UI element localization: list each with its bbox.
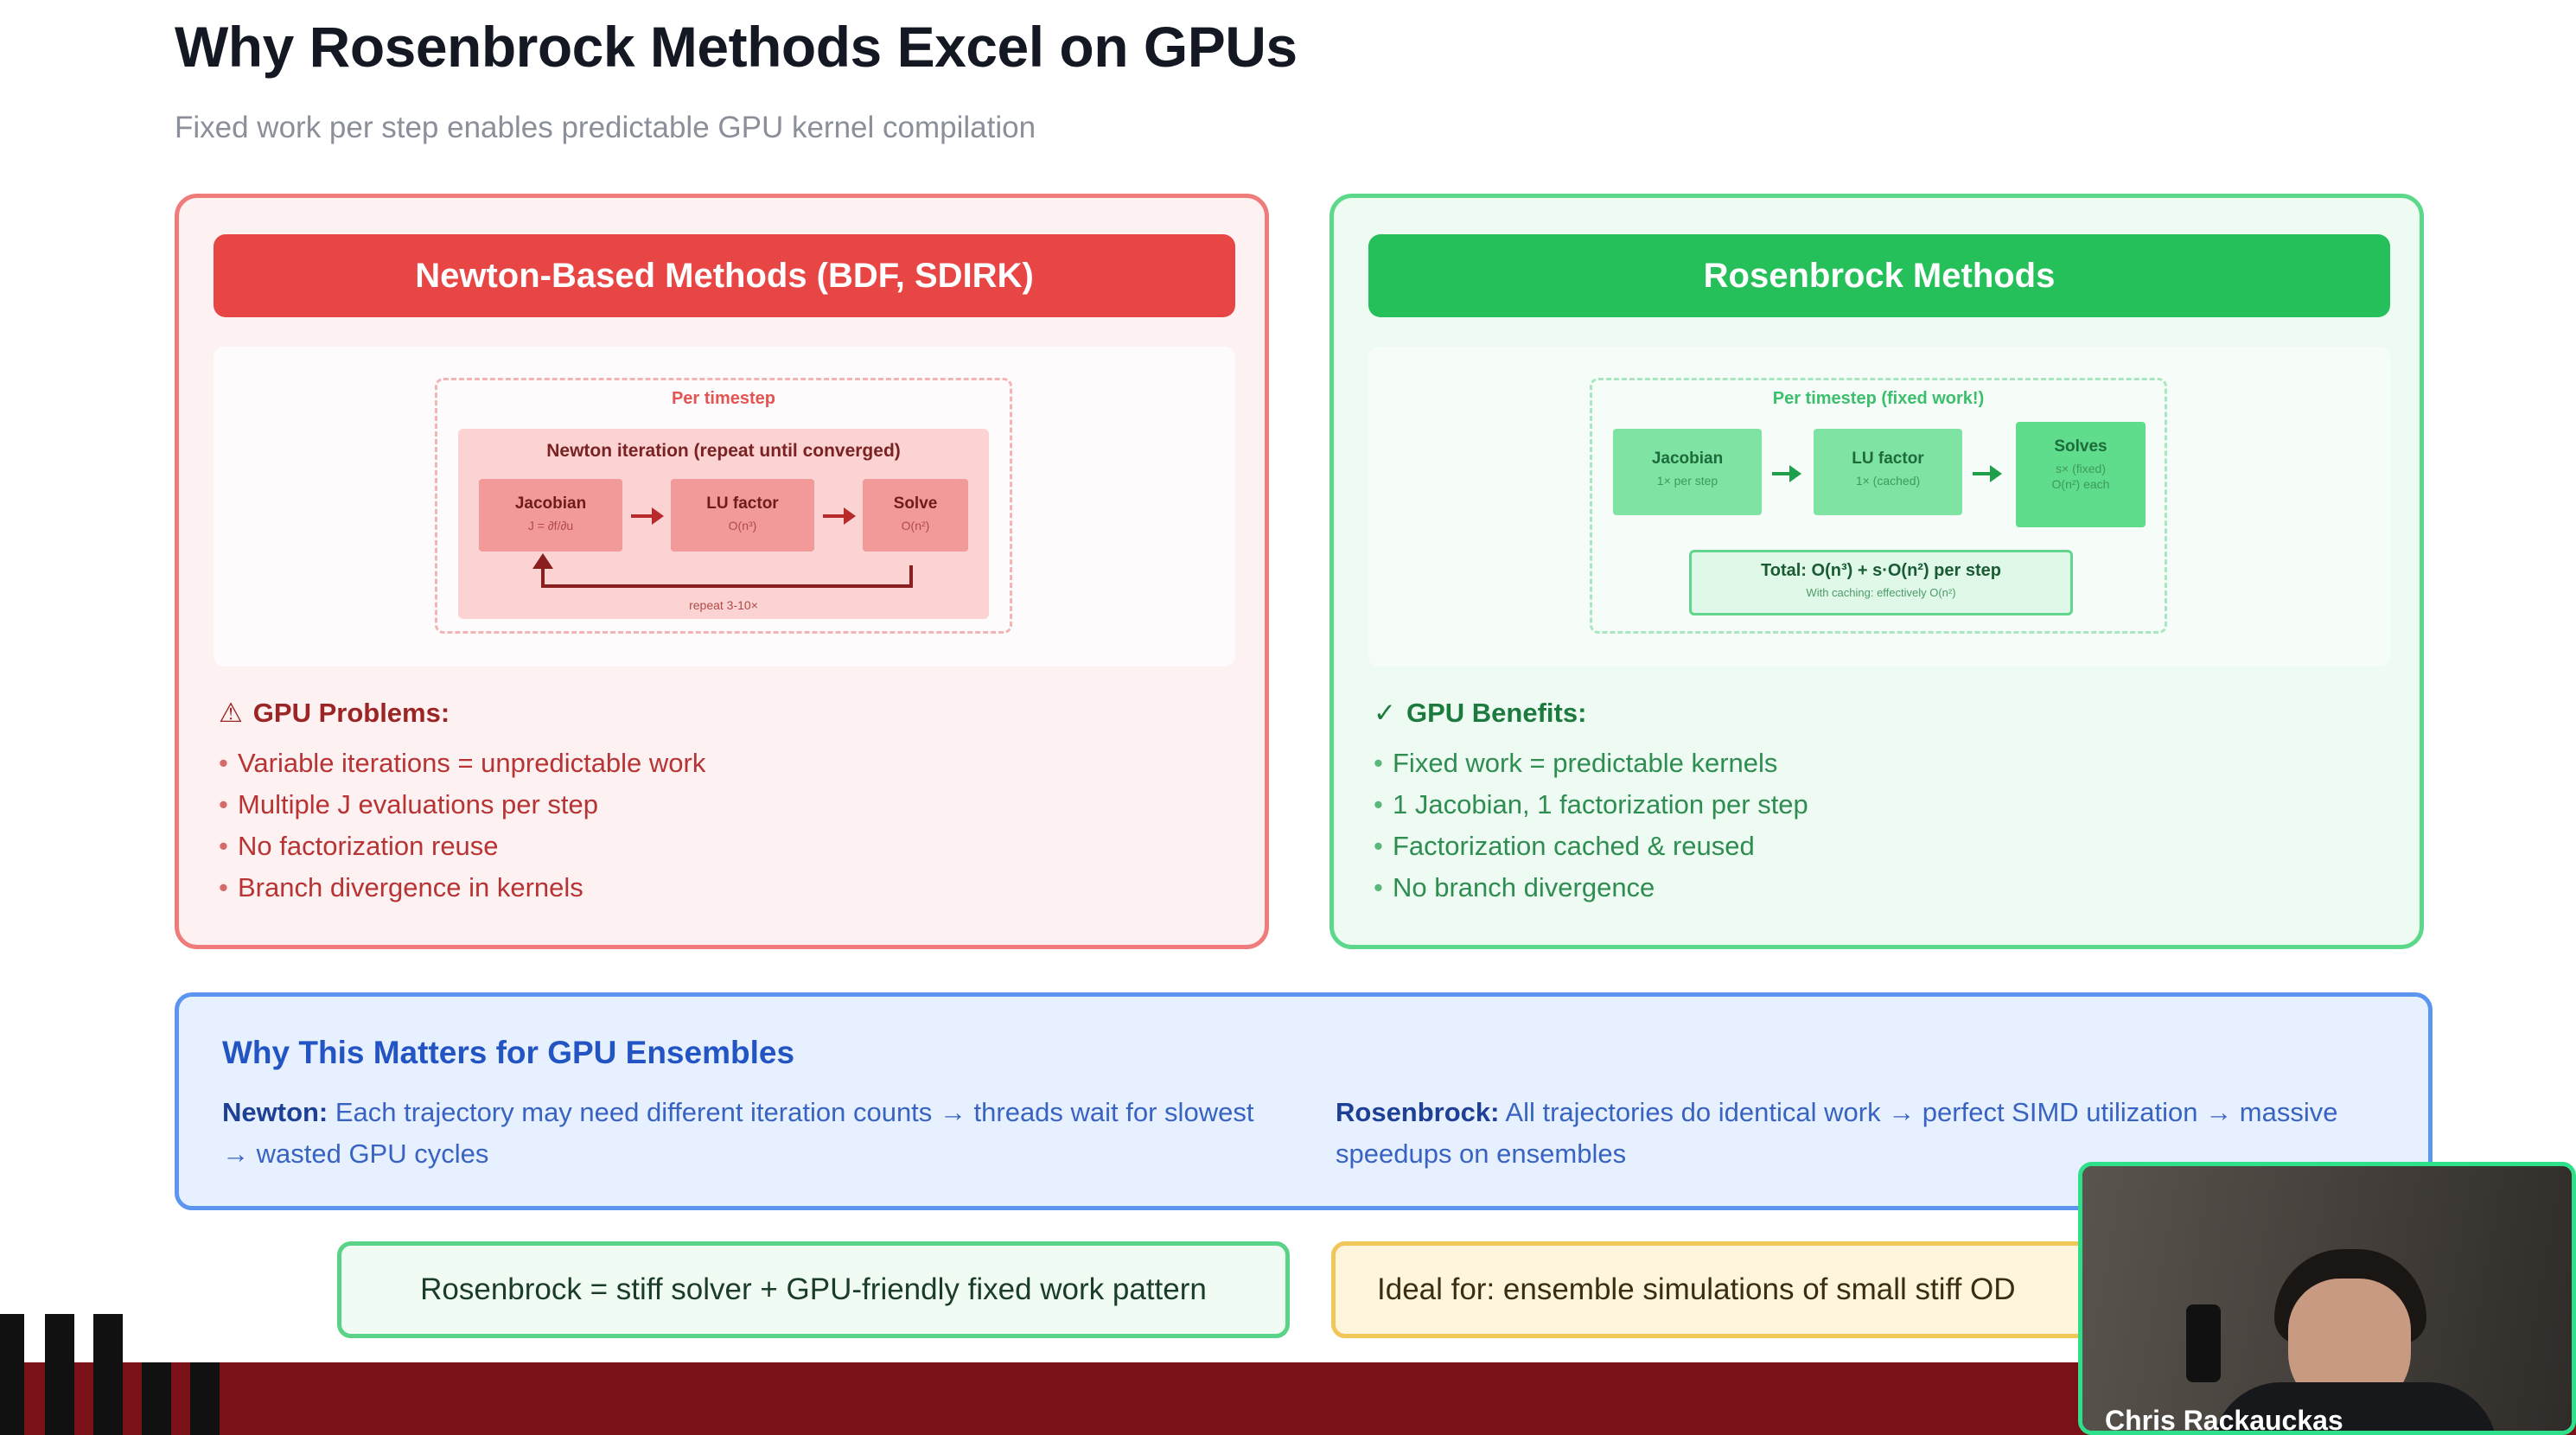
gpu-ensembles-callout: Why This Matters for GPU Ensembles Newto… (175, 992, 2433, 1210)
newton-iteration-box: Newton iteration (repeat until converged… (458, 429, 989, 619)
rosenbrock-total-note: With caching: effectively O(n²) (1806, 586, 1956, 599)
arrow-right-icon (823, 507, 856, 525)
rosenbrock-total: Total: O(n³) + s·O(n²) per step (1761, 561, 2001, 580)
newton-ensemble-note: Newton: Each trajectory may need differe… (222, 1092, 1285, 1175)
rosenbrock-methods-banner: Rosenbrock Methods (1368, 234, 2390, 317)
rosenbrock-methods-panel: Rosenbrock Methods Per timestep (fixed w… (1329, 194, 2424, 949)
list-item-text: Factorization cached & reused (1393, 831, 1755, 861)
list-item-text: Fixed work = predictable kernels (1393, 748, 1778, 778)
slide-title: Why Rosenbrock Methods Excel on GPUs (175, 15, 1298, 79)
gpu-benefits-list: •Fixed work = predictable kernels •1 Jac… (1374, 743, 1808, 909)
list-item: •Branch divergence in kernels (219, 872, 583, 902)
step-detail: 1× per step (1656, 474, 1718, 488)
step-detail: O(n³) (728, 519, 757, 533)
list-item: •No branch divergence (1374, 872, 1655, 902)
newton-ensemble-text: Each trajectory may need different itera… (222, 1097, 1254, 1169)
rosenbrock-timestep-label: Per timestep (fixed work!) (1772, 389, 1985, 408)
webcam-overlay: Chris Rackauckas (2078, 1162, 2576, 1435)
gpu-problems-label: GPU Problems: (252, 698, 450, 728)
logo-bar (45, 1314, 74, 1435)
newton-step-jacobian: Jacobian J = ∂f/∂u (479, 479, 622, 552)
list-item: •Variable iterations = unpredictable wor… (219, 748, 706, 778)
list-item: •Fixed work = predictable kernels (1374, 748, 1778, 778)
step-name: Jacobian (514, 494, 587, 513)
logo-bar (190, 1362, 220, 1435)
step-name: Solves (2054, 437, 2107, 456)
newton-methods-banner: Newton-Based Methods (BDF, SDIRK) (214, 234, 1235, 317)
rosenbrock-step-jacobian: Jacobian 1× per step (1613, 429, 1762, 515)
list-item-text: No factorization reuse (238, 831, 499, 861)
checkmark-icon: ✓ (1374, 698, 1396, 728)
warning-icon: ⚠ (219, 698, 243, 728)
newton-methods-panel: Newton-Based Methods (BDF, SDIRK) Per ti… (175, 194, 1269, 949)
step-detail: J = ∂f/∂u (527, 519, 574, 533)
list-item-text: Branch divergence in kernels (238, 872, 583, 902)
list-item: •Factorization cached & reused (1374, 831, 1755, 861)
rosenbrock-diagram: Per timestep (fixed work!) Jacobian 1× p… (1368, 347, 2390, 666)
repeat-loop-arrow-icon (541, 565, 913, 588)
list-item-text: No branch divergence (1393, 872, 1655, 902)
newton-step-solve: Solve O(n²) (863, 479, 968, 552)
gpu-problems-heading: ⚠ GPU Problems: (219, 698, 450, 729)
gpu-problems-list: •Variable iterations = unpredictable wor… (219, 743, 705, 909)
list-item-text: Variable iterations = unpredictable work (238, 748, 706, 778)
step-detail-2: O(n²) each (2051, 477, 2110, 491)
presenter-name: Chris Rackauckas (2105, 1405, 2343, 1435)
ideal-use-pill: Ideal for: ensemble simulations of small… (1331, 1241, 2092, 1338)
step-name: LU factor (706, 494, 779, 513)
arrow-up-icon (532, 553, 553, 569)
list-item-text: 1 Jacobian, 1 factorization per step (1393, 789, 1808, 820)
arrow-right-icon (631, 507, 664, 525)
step-name: Jacobian (1651, 450, 1724, 468)
newton-timestep-box: Per timestep Newton iteration (repeat un… (435, 378, 1012, 634)
gpu-ensembles-title: Why This Matters for GPU Ensembles (222, 1035, 795, 1070)
rosenbrock-step-solves: Solves s× (fixed) O(n²) each (2016, 422, 2146, 527)
microphone-icon (2186, 1304, 2221, 1382)
logo-bar (0, 1314, 24, 1435)
summary-pill: Rosenbrock = stiff solver + GPU-friendly… (337, 1241, 1290, 1338)
rosenbrock-total-box: Total: O(n³) + s·O(n²) per step With cac… (1689, 550, 2073, 615)
rosenbrock-step-lu-factor: LU factor 1× (cached) (1814, 429, 1962, 515)
list-item: •Multiple J evaluations per step (219, 789, 599, 820)
gpu-benefits-heading: ✓ GPU Benefits: (1374, 698, 1586, 729)
logo-bar (93, 1314, 123, 1435)
newton-label: Newton: (222, 1097, 328, 1127)
rosenbrock-ensemble-note: Rosenbrock: All trajectories do identica… (1336, 1092, 2399, 1175)
list-item: •1 Jacobian, 1 factorization per step (1374, 789, 1808, 820)
newton-iteration-title: Newton iteration (repeat until converged… (546, 441, 901, 461)
newton-timestep-label: Per timestep (671, 389, 776, 408)
list-item-text: Multiple J evaluations per step (238, 789, 599, 820)
arrow-right-icon (1772, 465, 1801, 482)
repeat-count-label: repeat 3-10× (689, 598, 758, 612)
presenter-body (2212, 1382, 2497, 1431)
newton-step-lu-factor: LU factor O(n³) (671, 479, 814, 552)
step-detail: 1× (cached) (1855, 474, 1921, 488)
logo-bar (142, 1362, 171, 1435)
slide-subtitle: Fixed work per step enables predictable … (175, 111, 1036, 144)
newton-diagram: Per timestep Newton iteration (repeat un… (214, 347, 1235, 666)
step-detail: O(n²) (901, 519, 930, 533)
step-name: Solve (893, 494, 938, 513)
rosenbrock-ensemble-text: All trajectories do identical work → per… (1336, 1097, 2338, 1169)
list-item: •No factorization reuse (219, 831, 499, 861)
gpu-benefits-label: GPU Benefits: (1406, 698, 1587, 728)
rosenbrock-timestep-box: Per timestep (fixed work!) Jacobian 1× p… (1590, 378, 2167, 634)
step-name: LU factor (1852, 450, 1924, 468)
rosenbrock-label: Rosenbrock: (1336, 1097, 1500, 1127)
step-detail: s× (fixed) (2056, 462, 2106, 475)
arrow-right-icon (1973, 465, 2002, 482)
